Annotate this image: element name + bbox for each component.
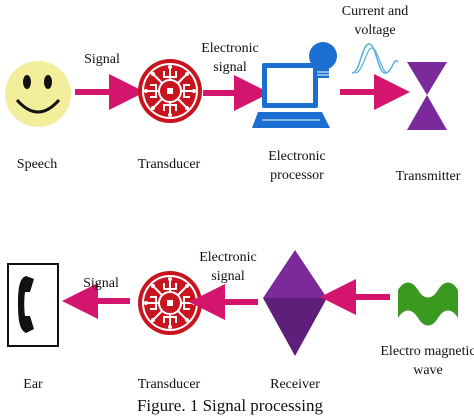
signal-arrow-bottom-label: Signal (83, 276, 119, 291)
ear-label: Ear (23, 377, 43, 392)
em-wave-label-line1: Electro magnetic (380, 344, 474, 359)
receiver-label: Receiver (270, 377, 320, 392)
speech-label: Speech (17, 157, 57, 172)
transducer-bottom-label: Transducer (138, 377, 201, 392)
receiver-icon (263, 250, 327, 356)
wave-label-line1: Current and (342, 4, 408, 19)
electronic-signal-bottom-line1: Electronic (199, 250, 257, 265)
phone-icon (7, 263, 59, 347)
transmitter-label: Transmitter (396, 169, 461, 184)
figure-caption: Figure. 1 Signal processing (137, 396, 324, 415)
transducer-label: Transducer (138, 157, 201, 172)
electronic-signal-label-line1: Electronic (201, 41, 259, 56)
transducer-icon (137, 270, 203, 336)
laptop-icon (252, 63, 330, 128)
em-wave-icon (398, 282, 458, 326)
wave-label-line2: voltage (354, 23, 395, 38)
transmitter-icon (407, 62, 447, 130)
smiley-face-icon (5, 61, 71, 127)
light-bulb-icon (309, 42, 337, 78)
sine-wave-icon (351, 43, 399, 74)
transducer-icon (137, 58, 203, 124)
processor-label-line2: processor (270, 168, 324, 183)
em-wave-label-line2: wave (413, 363, 443, 378)
processor-label-line1: Electronic (268, 149, 326, 164)
electronic-signal-label-line2: signal (213, 60, 247, 75)
signal-arrow-label: Signal (84, 52, 120, 67)
electronic-signal-bottom-line2: signal (211, 269, 245, 284)
